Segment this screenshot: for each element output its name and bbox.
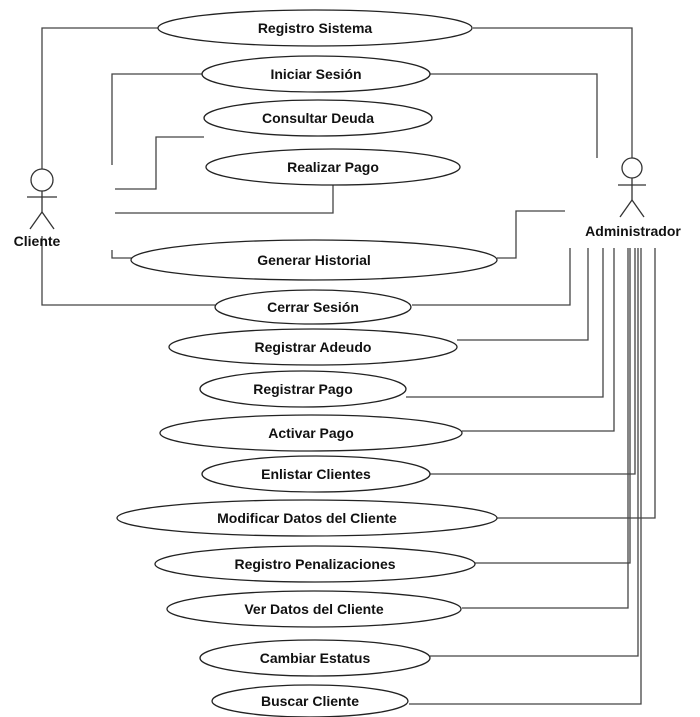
- use-case-cerrar-sesion[interactable]: Cerrar Sesión: [214, 289, 412, 325]
- line-admin-modificar-datos: [497, 248, 656, 519]
- line-admin-iniciar-sesion: [430, 73, 598, 158]
- use-case-consultar-deuda[interactable]: Consultar Deuda: [203, 99, 433, 137]
- use-case-label: Cerrar Sesión: [267, 299, 359, 315]
- use-case-label: Generar Historial: [257, 252, 371, 268]
- line-admin-buscar-cliente: [409, 248, 642, 705]
- use-case-label: Consultar Deuda: [262, 110, 374, 126]
- use-case-label: Ver Datos del Cliente: [244, 601, 383, 617]
- use-case-registrar-adeudo[interactable]: Registrar Adeudo: [168, 328, 458, 366]
- line-admin-enlistar-clientes: [430, 248, 636, 475]
- use-case-label: Registrar Pago: [253, 381, 353, 397]
- line-cliente-registro-sistema: [41, 27, 158, 170]
- line-cliente-generar-historial: [111, 250, 132, 259]
- use-case-label: Cambiar Estatus: [260, 650, 371, 666]
- use-case-label: Realizar Pago: [287, 159, 379, 175]
- use-case-label: Buscar Cliente: [261, 693, 359, 709]
- line-cliente-cerrar-sesion: [41, 236, 215, 306]
- line-admin-registrar-adeudo: [457, 248, 589, 341]
- use-case-label: Registro Penalizaciones: [234, 556, 395, 572]
- use-case-activar-pago[interactable]: Activar Pago: [159, 414, 463, 452]
- actor-label-administrador: Administrador: [585, 223, 681, 239]
- use-case-iniciar-sesion[interactable]: Iniciar Sesión: [201, 55, 431, 93]
- use-case-label: Registrar Adeudo: [255, 339, 372, 355]
- use-case-cambiar-estatus[interactable]: Cambiar Estatus: [199, 639, 431, 677]
- stick-figure-icon: [618, 157, 646, 218]
- use-case-label: Registro Sistema: [258, 20, 373, 36]
- line-admin-ver-datos: [462, 248, 629, 609]
- line-admin-activar-pago: [462, 248, 615, 432]
- line-admin-registrar-pago: [406, 248, 604, 398]
- connector-lines: [41, 27, 656, 705]
- use-case-buscar-cliente[interactable]: Buscar Cliente: [211, 684, 409, 717]
- use-case-generar-historial[interactable]: Generar Historial: [130, 239, 498, 281]
- actor-label-cliente: Cliente: [14, 233, 61, 249]
- line-admin-cerrar-sesion: [412, 248, 571, 306]
- use-case-label: Iniciar Sesión: [270, 66, 361, 82]
- actor-administrador[interactable]: Administrador: [585, 157, 681, 239]
- use-case-ver-datos-del-cliente[interactable]: Ver Datos del Cliente: [166, 590, 462, 628]
- use-case-registrar-pago[interactable]: Registrar Pago: [199, 370, 407, 408]
- line-cliente-realizar-pago: [115, 185, 334, 214]
- use-case-label: Enlistar Clientes: [261, 466, 371, 482]
- line-admin-cambiar-estatus: [430, 248, 639, 657]
- use-case-label: Modificar Datos del Cliente: [217, 510, 397, 526]
- line-cliente-iniciar-sesion: [111, 73, 202, 165]
- line-admin-registro-sistema: [473, 27, 633, 165]
- line-admin-registro-penalizaciones: [475, 248, 631, 564]
- use-case-label: Activar Pago: [268, 425, 354, 441]
- stick-figure-icon: [27, 168, 57, 230]
- use-case-modificar-datos-del-cliente[interactable]: Modificar Datos del Cliente: [116, 499, 498, 537]
- line-admin-generar-historial: [497, 210, 565, 259]
- use-case-registro-penalizaciones[interactable]: Registro Penalizaciones: [154, 545, 476, 583]
- use-case-registro-sistema[interactable]: Registro Sistema: [157, 9, 473, 47]
- use-case-enlistar-clientes[interactable]: Enlistar Clientes: [201, 455, 431, 493]
- actor-cliente[interactable]: Cliente: [14, 168, 61, 249]
- line-cliente-consultar-deuda: [115, 136, 204, 190]
- use-case-realizar-pago[interactable]: Realizar Pago: [205, 148, 461, 186]
